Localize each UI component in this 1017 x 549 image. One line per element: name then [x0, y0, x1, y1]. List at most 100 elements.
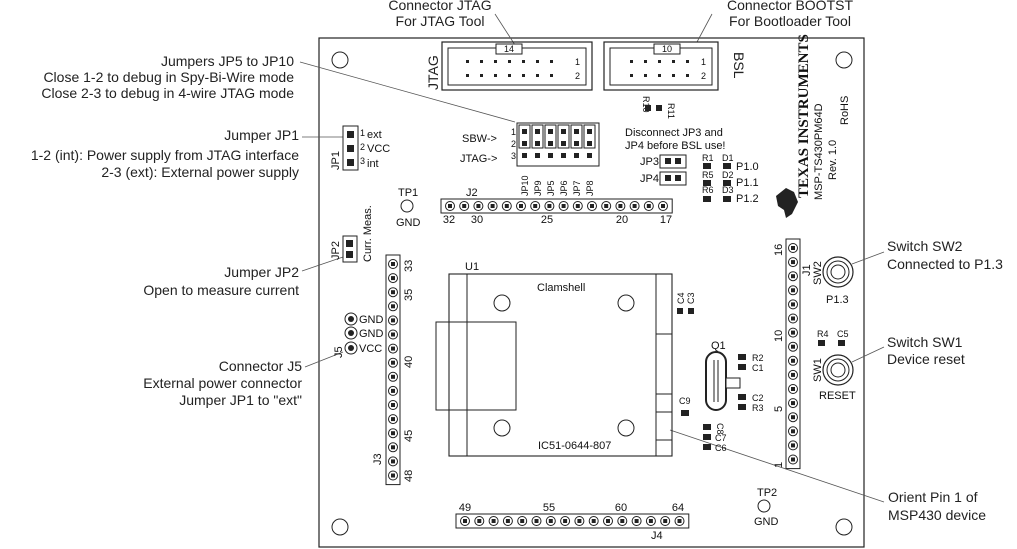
j2-pin-pad — [547, 204, 552, 208]
j2-pin-pad — [519, 204, 523, 208]
d3-label: D3 — [722, 185, 734, 195]
tp1-pad — [400, 199, 414, 213]
ti-logo: TEXAS INSTRUMENTS — [776, 34, 812, 218]
callout-jp2-line2: Open to measure current — [143, 282, 299, 298]
j3-pin — [388, 385, 398, 396]
j1-pin-pad — [791, 372, 795, 377]
j1-pin-pad — [791, 443, 795, 448]
j2-pin — [587, 201, 597, 211]
j3-pin-pad — [391, 332, 395, 337]
j4-pin-pad — [534, 519, 539, 523]
bsl-silk: BSL — [731, 52, 747, 79]
callout-sw2-line1: Switch SW2 — [887, 238, 963, 254]
jtag-pin1: 1 — [575, 57, 580, 67]
c6-label: C6 — [715, 443, 727, 453]
jp1-vcc: VCC — [367, 143, 390, 155]
j3-pin — [388, 400, 398, 410]
j4-pin-pad — [591, 519, 596, 523]
j5-vcc: VCC — [359, 343, 382, 355]
j4-pin — [460, 516, 470, 526]
bsl-pin — [672, 60, 675, 63]
jtag-pin — [494, 60, 497, 63]
jp-pin — [574, 129, 579, 134]
j3-pin — [388, 273, 398, 284]
mount-hole-tl — [331, 51, 349, 69]
j4-pin — [502, 516, 513, 526]
jtag-pin — [536, 60, 539, 63]
j1-outline — [785, 238, 801, 470]
r11-pad — [656, 105, 662, 111]
callout-jp1-line3: 2-3 (ext): External power supply — [101, 164, 299, 180]
jp-jumper-cap — [557, 124, 570, 149]
p10-label: P1.0 — [736, 161, 759, 173]
j1-pin-pad — [791, 246, 795, 250]
j5-silk: J5 — [333, 346, 345, 358]
j3-pin — [388, 343, 398, 354]
callout-pin1-line1: Orient Pin 1 of — [888, 489, 978, 505]
c7-label: C7 — [715, 433, 727, 443]
j2-pin — [643, 201, 654, 211]
jp-label: JP10 — [520, 175, 530, 196]
j4-label: J4 — [651, 530, 663, 542]
j3-pin-pad — [391, 388, 395, 393]
jp1-jumper: JP1 1 2 3 ext VCC int — [330, 125, 390, 171]
u1-label: U1 — [465, 261, 479, 273]
board-name: MSP-TS430PM64D — [813, 103, 825, 200]
bsl-pin — [658, 74, 661, 77]
j1-pin-pad — [791, 387, 795, 391]
callout-pin1-line2: MSP430 device — [888, 507, 986, 523]
j2-pin — [473, 201, 484, 211]
r10-pad — [645, 105, 651, 111]
j1-pin-pad — [791, 260, 795, 265]
j3-pin — [388, 470, 398, 481]
j3-pin-pad — [391, 445, 395, 450]
jtag-silk: JTAG — [425, 55, 441, 90]
j3-pin — [388, 456, 398, 467]
jp-pin — [548, 129, 553, 134]
j1-pin — [788, 299, 798, 310]
sbw-label: SBW-> — [462, 133, 497, 145]
bsl-pin — [686, 74, 689, 77]
j2-pin-number: 32 — [443, 214, 455, 226]
j3-pin-number: 48 — [403, 470, 415, 482]
jtag-pin — [522, 74, 525, 77]
j2-pin — [516, 201, 526, 211]
j2-pin-pad — [462, 204, 467, 208]
j1-pin-pad — [791, 344, 795, 349]
j4-pin — [603, 516, 613, 526]
mount-hole-bl — [331, 518, 349, 536]
sw1-switch: SW1 RESET — [812, 354, 856, 402]
jtag-pin — [536, 74, 539, 77]
jp2-jumper — [342, 235, 358, 263]
jp-pin — [548, 153, 553, 158]
curr-meas-label: Curr. Meas. — [362, 205, 374, 262]
j4-pin-pad — [577, 519, 582, 523]
c4-label: C4 — [676, 292, 686, 304]
c1-label: C1 — [752, 363, 764, 373]
j3-pin — [388, 357, 398, 368]
j3-pin-pad — [391, 318, 395, 323]
j4-pin — [674, 516, 685, 526]
j2-pin-number: 25 — [541, 214, 553, 226]
j1-pin-number: 16 — [773, 244, 785, 256]
callout-jp5-10-line2: Close 1-2 to debug in Spy-Bi-Wire mode — [43, 69, 294, 85]
d2-label: D2 — [722, 170, 734, 180]
jp4-jumper — [659, 171, 687, 186]
j4-pin-pad — [520, 519, 525, 523]
jp-pin — [574, 141, 579, 146]
j4-pin-pad — [620, 519, 625, 523]
j2-pin-pad — [448, 204, 452, 208]
j3-pin-pad — [391, 431, 395, 436]
j1-label: J1 — [801, 264, 813, 276]
j4-pin-pad — [663, 519, 668, 523]
jp-pin — [561, 129, 566, 134]
jp-jumper-cap — [570, 124, 583, 149]
j1-pin — [788, 243, 798, 253]
jp-pin-number: 3 — [511, 151, 516, 161]
j1-pin — [788, 341, 798, 352]
j1-pin — [788, 426, 798, 437]
r2-label: R2 — [752, 353, 764, 363]
j4-pin — [531, 516, 542, 526]
j1-pin-pad — [791, 316, 795, 321]
callout-bootst-line1: Connector BOOTST — [727, 0, 853, 13]
